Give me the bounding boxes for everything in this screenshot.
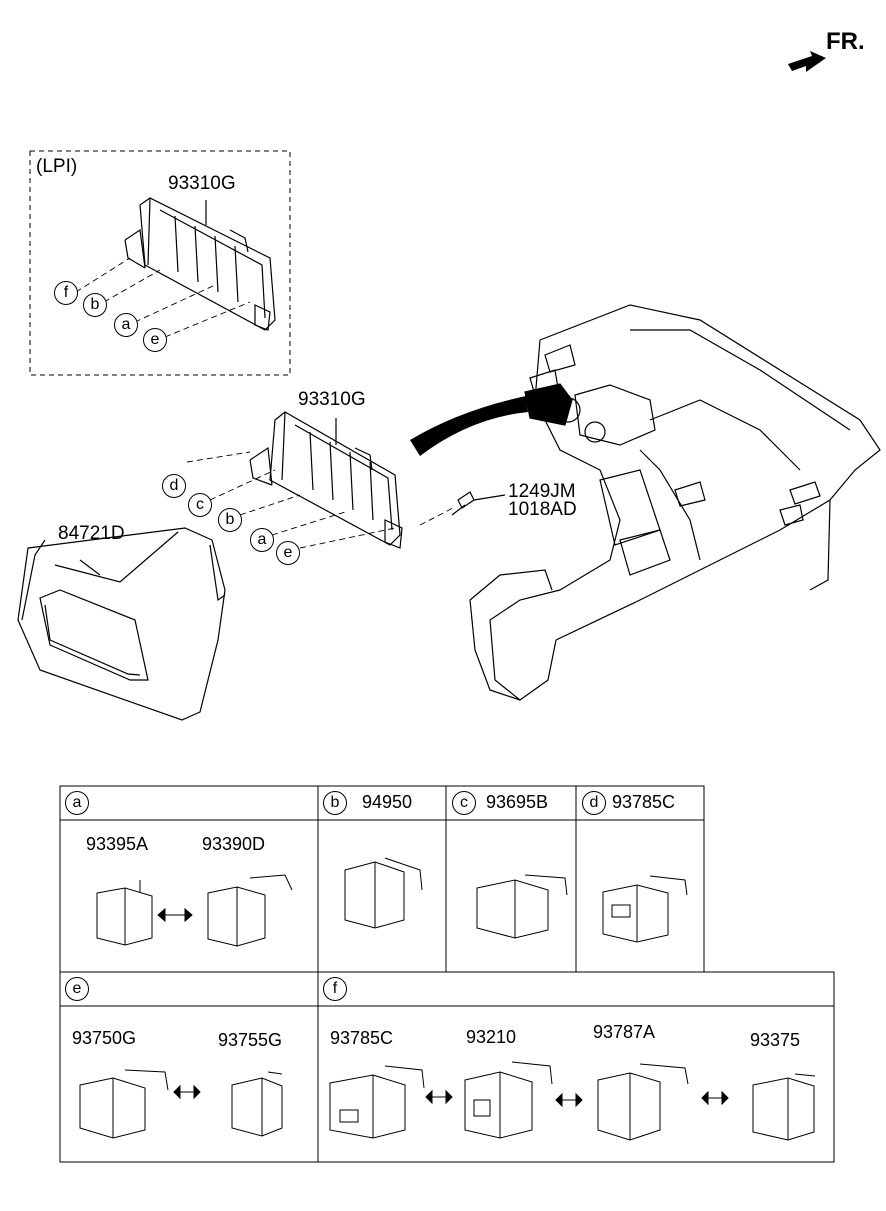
switch-icons xyxy=(79,857,816,1141)
front-arrow-icon xyxy=(788,51,826,72)
main-leader-lines xyxy=(186,451,456,549)
part-label-cover: 84721D xyxy=(58,523,125,544)
callout-b: b xyxy=(83,293,107,317)
cover-panel-drawing xyxy=(17,527,226,721)
table-part-f2: 93210 xyxy=(466,1027,517,1047)
front-direction-label: FR. xyxy=(826,28,865,55)
main-bracket-drawing xyxy=(249,411,403,549)
table-key-e: e xyxy=(65,977,89,1001)
callout-f: f xyxy=(54,281,78,305)
part-label-lpi-bracket: 93310G xyxy=(168,173,236,194)
table-part-e1: 93750G xyxy=(72,1028,137,1048)
part-label-bracket: 93310G xyxy=(298,389,366,410)
callout-a: a xyxy=(114,313,138,337)
table-key-b: b xyxy=(323,791,347,815)
callout-e: e xyxy=(276,541,300,565)
part-label-screw-1: 1249JM xyxy=(508,481,576,502)
table-part-e2: 93755G xyxy=(218,1030,283,1050)
dashboard-drawing xyxy=(469,304,881,701)
callout-b: b xyxy=(218,508,242,532)
lpi-label: (LPI) xyxy=(36,156,78,177)
part-label-screw-2: 1018AD xyxy=(508,499,577,520)
table-key-a: a xyxy=(65,791,89,815)
lpi-leader-lines xyxy=(75,257,251,338)
table-key-c: c xyxy=(452,791,476,815)
table-part-a1: 93395A xyxy=(86,834,149,854)
table-part-c: 93695B xyxy=(486,792,549,812)
lpi-bracket-drawing xyxy=(124,197,276,331)
table-key-d: d xyxy=(582,791,606,815)
callout-c: c xyxy=(188,493,212,517)
callout-e: e xyxy=(143,328,167,352)
pointer-arrow xyxy=(410,396,528,456)
table-key-f: f xyxy=(323,977,347,1001)
callout-a: a xyxy=(250,528,274,552)
screw-drawing xyxy=(451,491,506,516)
table-part-a2: 93390D xyxy=(202,834,266,854)
callout-d: d xyxy=(162,474,186,498)
parts-table-grid xyxy=(59,785,835,1163)
table-part-f3: 93787A xyxy=(593,1022,656,1042)
switch-location-highlight xyxy=(524,383,573,426)
table-part-f4: 93375 xyxy=(750,1030,801,1050)
table-part-d: 93785C xyxy=(612,792,676,812)
lpi-dashed-frame xyxy=(29,150,291,376)
table-part-b: 94950 xyxy=(362,792,413,812)
table-part-f1: 93785C xyxy=(330,1028,394,1048)
